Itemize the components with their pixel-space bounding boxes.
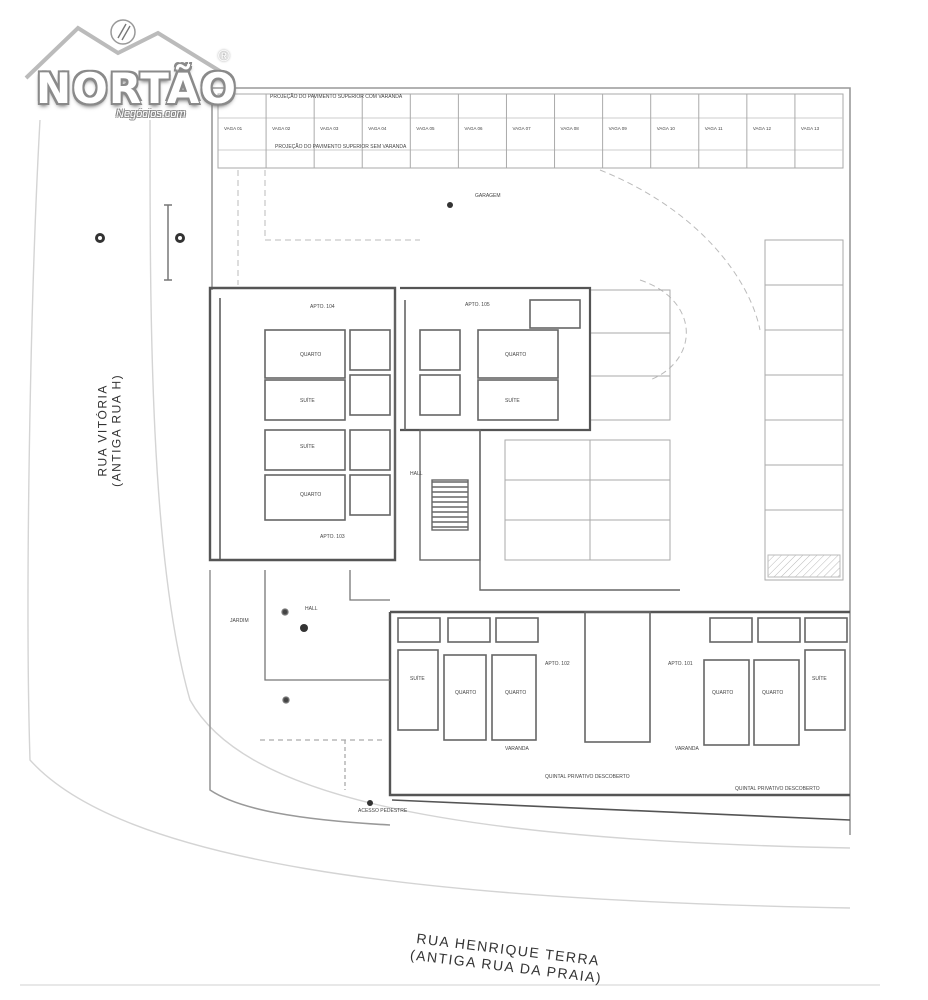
parking-label: VAGA 07	[512, 126, 531, 131]
hall-label: HALL	[410, 471, 423, 477]
parking-label: VAGA 13	[801, 126, 820, 131]
parking-label: VAGA 05	[416, 126, 435, 131]
garage-area	[237, 169, 761, 381]
acesso-label: ACESSO PEDESTRE	[358, 808, 408, 814]
apto-102-label: APTO. 102	[545, 661, 570, 667]
garage-label: GARAGEM	[475, 193, 501, 199]
suite-label-5: SUÍTE	[812, 675, 827, 682]
quintal-label: QUINTAL PRIVATIVO DESCOBERTO	[545, 774, 630, 780]
logo-subtitle: Negócios.com	[116, 108, 186, 120]
quarto-label: QUARTO	[300, 352, 321, 358]
quarto-label-2: QUARTO	[505, 352, 526, 358]
parking-row-top	[217, 93, 844, 169]
parking-label: VAGA 06	[464, 126, 483, 131]
quarto-label-5: QUARTO	[505, 690, 526, 696]
rooms-left	[264, 299, 581, 550]
quarto-label-6: QUARTO	[712, 690, 733, 696]
street-left-name: RUA VITÓRIA	[95, 384, 110, 477]
parking-label: VAGA 01	[224, 126, 243, 131]
parking-label: VAGA 08	[561, 126, 580, 131]
parking-label: VAGA 12	[753, 126, 772, 131]
parking-label: VAGA 11	[705, 126, 723, 131]
logo-roof-icon	[24, 19, 225, 80]
gate-marker	[164, 204, 172, 281]
hall-jardim	[260, 570, 390, 790]
building-left	[208, 286, 592, 562]
apto-101-label: APTO. 101	[668, 661, 693, 667]
street-left-old: (ANTIGA RUA H)	[110, 373, 124, 487]
logo-text: NORTÃO	[36, 64, 237, 113]
varanda-label: VARANDA	[505, 746, 529, 752]
parking-label: VAGA 03	[320, 126, 339, 131]
registered-mark: ®	[218, 48, 230, 65]
annotation-text: PROJEÇÃO DO PAVIMENTO SUPERIOR COM VARAN…	[230, 93, 827, 814]
suite-label-4: SUÍTE	[410, 675, 425, 682]
parking-label: VAGA 02	[272, 126, 291, 131]
suite-label-3: SUÍTE	[300, 443, 315, 450]
lot-boundary	[209, 87, 851, 835]
apto-104-label: APTO. 104	[310, 304, 335, 310]
parking-label: VAGA 04	[368, 126, 387, 131]
parking-label: VAGA 09	[609, 126, 628, 131]
apto-105-label: APTO. 105	[465, 302, 490, 308]
rooms-bottom	[397, 611, 848, 746]
level-markers	[95, 202, 453, 806]
stair-core	[419, 429, 680, 591]
quarto-label-4: QUARTO	[455, 690, 476, 696]
suite-label: SUÍTE	[300, 397, 315, 404]
quarto-label-3: QUARTO	[300, 492, 321, 498]
quarto-label-7: QUARTO	[762, 690, 783, 696]
projection-label-2: PROJEÇÃO DO PAVIMENTO SUPERIOR SEM VARAN…	[275, 143, 407, 150]
parking-column-right	[764, 239, 844, 581]
street-left: RUA VITÓRIA (ANTIGA RUA H)	[60, 374, 160, 496]
parking-labels-top: VAGA 01 VAGA 02 VAGA 03 VAGA 04 VAGA 05 VAGA …	[224, 126, 820, 131]
jardim-label: JARDIM	[230, 618, 249, 624]
projection-label: PROJEÇÃO DO PAVIMENTO SUPERIOR COM VARAN…	[270, 93, 403, 100]
varanda-label-2: VARANDA	[675, 746, 699, 752]
parking-label: VAGA 10	[657, 126, 676, 131]
brand-logo: NORTÃO ® Negócios.com	[18, 8, 243, 120]
hall-lower-label: HALL	[305, 606, 318, 612]
suite-label-2: SUÍTE	[505, 397, 520, 404]
quintal-label-2: QUINTAL PRIVATIVO DESCOBERTO	[735, 786, 820, 792]
apto-103-label: APTO. 103	[320, 534, 345, 540]
street-edges	[20, 119, 880, 986]
